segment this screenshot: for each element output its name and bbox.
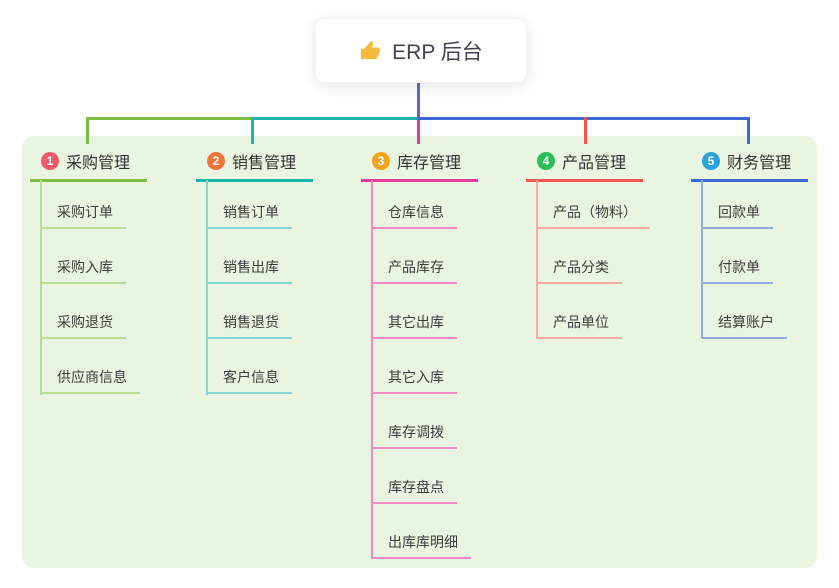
branch-title-purchasing[interactable]: 1 采购管理 [30,149,147,182]
connector-h-sales [251,117,420,120]
connector-drop-finance [747,117,750,144]
branch-title-label: 销售管理 [232,155,297,172]
child-node[interactable]: 产品分类 [536,258,622,284]
child-node[interactable]: 销售退货 [206,313,292,339]
child-node[interactable]: 库存盘点 [371,478,457,504]
connector-h-finance [417,117,750,120]
branch-children-line [701,180,703,339]
branch-badge: 4 [537,152,555,170]
branch-product: 4 产品管理 产品（物料） 产品分类 产品单位 [526,0,701,588]
child-node[interactable]: 销售订单 [206,203,292,229]
child-node[interactable]: 产品库存 [371,258,457,284]
thumbs-up-icon [359,39,382,62]
child-node[interactable]: 其它入库 [371,368,457,394]
branch-title-inventory[interactable]: 3 库存管理 [361,149,478,182]
connector-drop-product [584,117,587,144]
connector-drop-sales [251,117,254,144]
child-node[interactable]: 产品（物料） [536,203,650,229]
branch-title-sales[interactable]: 2 销售管理 [196,149,313,182]
branch-purchasing: 1 采购管理 采购订单 采购入库 采购退货 供应商信息 [30,0,205,588]
connector-trunk [417,83,420,120]
branches-panel-background [22,136,817,568]
branch-children-line [40,180,42,395]
child-node[interactable]: 出库库明细 [371,533,471,559]
branch-children-line [371,180,373,559]
child-node[interactable]: 采购订单 [40,203,126,229]
branch-badge: 3 [372,152,390,170]
branch-finance: 5 财务管理 回款单 付款单 结算账户 [691,0,839,588]
child-node[interactable]: 销售出库 [206,258,292,284]
branch-title-label: 产品管理 [562,155,627,172]
branch-badge: 5 [702,152,720,170]
branch-sales: 2 销售管理 销售订单 销售出库 销售退货 客户信息 [196,0,371,588]
branch-title-label: 库存管理 [397,155,462,172]
branch-title-finance[interactable]: 5 财务管理 [691,149,808,182]
child-node[interactable]: 回款单 [701,203,773,229]
child-node[interactable]: 结算账户 [701,313,787,339]
child-node[interactable]: 采购退货 [40,313,126,339]
branch-title-label: 采购管理 [66,155,131,172]
branch-badge: 2 [207,152,225,170]
child-node[interactable]: 采购入库 [40,258,126,284]
connector-drop-purchasing [86,117,89,144]
branch-badge: 1 [41,152,59,170]
child-node[interactable]: 仓库信息 [371,203,457,229]
branch-children-line [206,180,208,395]
root-node[interactable]: ERP 后台 [315,18,527,83]
branch-title-label: 财务管理 [727,155,792,172]
child-node[interactable]: 付款单 [701,258,773,284]
child-node[interactable]: 客户信息 [206,368,292,394]
branch-inventory: 3 库存管理 仓库信息 产品库存 其它出库 其它入库 库存调拨 库存盘点 出库库… [361,0,536,588]
branch-children-line [536,180,538,339]
root-title: ERP 后台 [392,40,483,64]
child-node[interactable]: 供应商信息 [40,368,140,394]
child-node[interactable]: 其它出库 [371,313,457,339]
connector-drop-inventory [417,117,420,144]
child-node[interactable]: 库存调拨 [371,423,457,449]
branch-title-product[interactable]: 4 产品管理 [526,149,643,182]
child-node[interactable]: 产品单位 [536,313,622,339]
